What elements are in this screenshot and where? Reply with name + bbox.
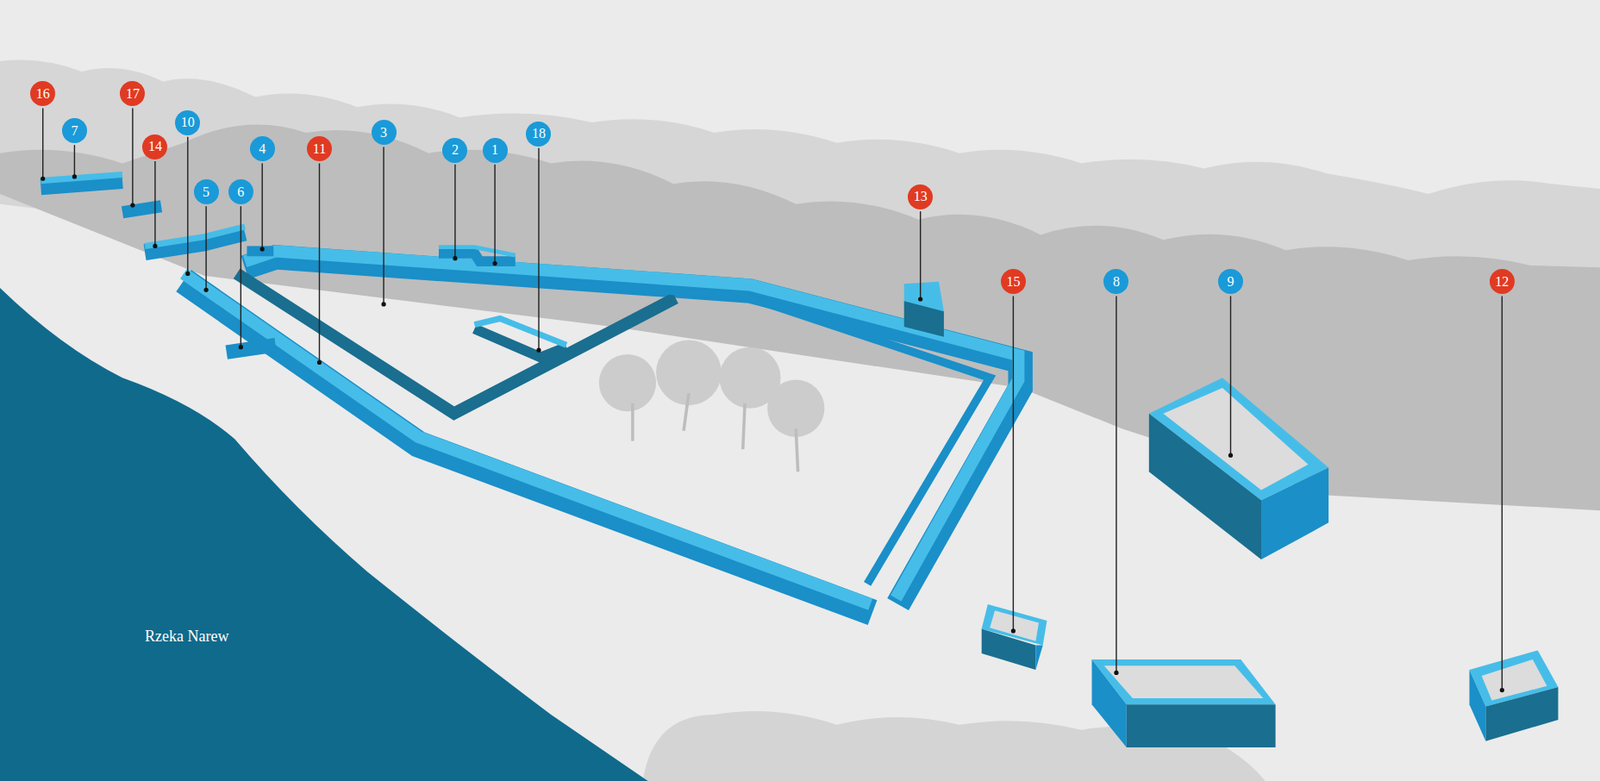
callout-text: 14 — [148, 139, 163, 154]
callout-text: 1 — [491, 143, 499, 157]
leader-line — [205, 206, 207, 290]
callout-text: 2 — [451, 143, 459, 157]
callout-number: 2 — [442, 137, 468, 163]
leader-line — [261, 162, 263, 249]
leader-dot — [260, 246, 265, 251]
callout-number: 10 — [175, 110, 200, 136]
callout-text: 17 — [125, 87, 140, 101]
leader-line — [1501, 295, 1503, 690]
callout-number: 12 — [1489, 268, 1515, 294]
leader-dot — [918, 296, 923, 301]
leader-dot — [1113, 670, 1119, 675]
leader-dot — [1011, 628, 1016, 633]
leader-dot — [185, 271, 190, 276]
leader-dot — [152, 243, 157, 249]
leader-dot — [72, 174, 77, 179]
leader-line — [919, 211, 921, 300]
callout-text: 12 — [1494, 275, 1509, 289]
leader-dot — [203, 287, 208, 293]
callout-number: 13 — [907, 184, 933, 210]
leader-line — [154, 161, 156, 246]
callout-number: 4 — [250, 136, 275, 162]
leader-line — [382, 147, 384, 305]
callout-text: 4 — [258, 142, 266, 157]
leader-line — [493, 164, 495, 264]
callout-text: 9 — [1227, 275, 1235, 289]
leader-line — [454, 164, 456, 259]
leader-line — [131, 108, 133, 207]
leader-line — [42, 108, 44, 180]
leader-dot — [1228, 453, 1233, 458]
leader-dot — [452, 256, 457, 261]
leader-line — [1230, 295, 1232, 456]
leader-dot — [130, 202, 135, 207]
leader-line — [74, 144, 75, 177]
callout-number: 18 — [525, 121, 551, 147]
leader-dot — [536, 348, 541, 353]
callout-number: 15 — [1000, 268, 1026, 294]
leader-dot — [40, 176, 45, 182]
callout-text: 18 — [531, 126, 546, 141]
callout-number: 1 — [482, 137, 508, 163]
callout-text: 3 — [380, 125, 388, 140]
callout-text: 13 — [913, 189, 928, 204]
callout-text: 16 — [36, 87, 50, 101]
leader-line — [1012, 295, 1014, 631]
leader-dot — [238, 344, 244, 350]
callout-number: 5 — [193, 179, 219, 205]
leader-dot — [492, 261, 497, 266]
leader-line — [240, 206, 242, 347]
leader-line — [187, 137, 188, 275]
callout-number: 7 — [62, 118, 88, 144]
callout-text: 7 — [70, 124, 78, 138]
callout-text: 5 — [202, 185, 210, 200]
callout-number: 9 — [1218, 268, 1244, 294]
leader-line — [1115, 295, 1117, 673]
callout-number: 6 — [228, 179, 254, 205]
callout-text: 6 — [237, 185, 244, 200]
leader-line — [318, 162, 320, 363]
callout-text: 15 — [1006, 275, 1020, 289]
leader-dot — [381, 301, 386, 307]
leader-line — [537, 148, 539, 350]
leader-dot — [1500, 687, 1505, 693]
river-name: Rzeka Narew — [144, 627, 229, 646]
callout-number: 3 — [371, 119, 397, 145]
callout-text: 11 — [312, 142, 326, 157]
callout-text: 8 — [1112, 275, 1120, 289]
leader-dot — [317, 360, 322, 365]
callout-text: 10 — [181, 115, 195, 130]
